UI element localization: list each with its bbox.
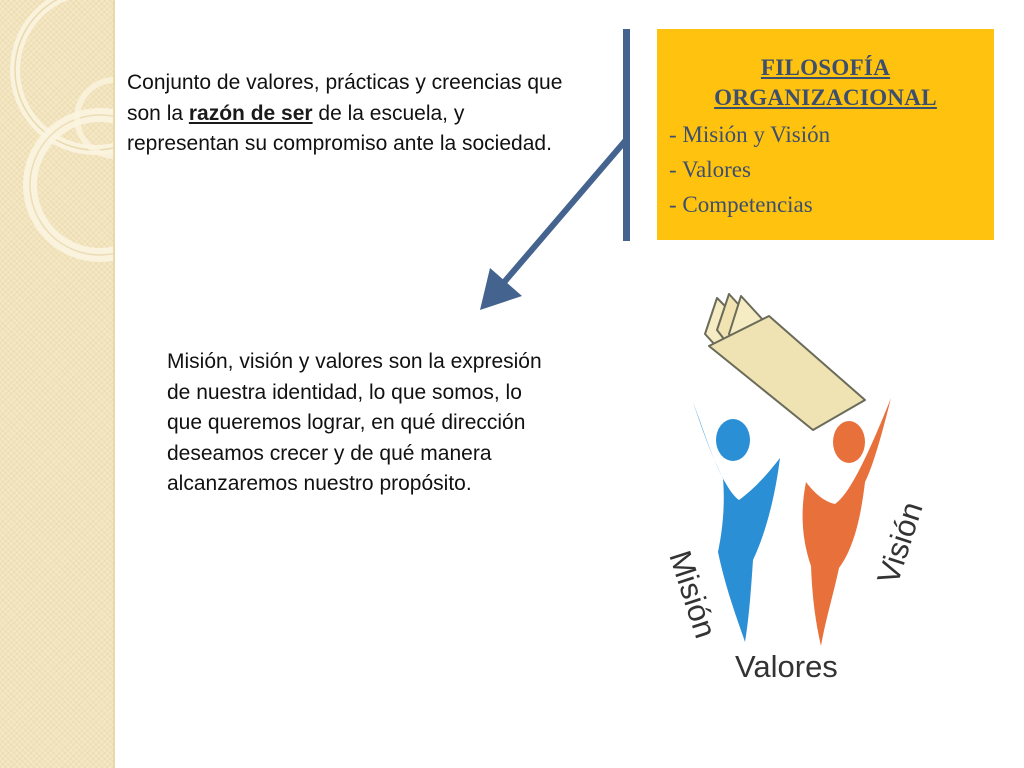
intro-text-start: Conjunto de valores, prácticas y creenci… <box>127 71 563 125</box>
logo-word-valores: Valores <box>735 649 838 684</box>
philosophy-list: - Misión y Visión - Valores - Competenci… <box>669 117 994 222</box>
list-item-valores: - Valores <box>669 157 751 182</box>
decorative-circles <box>10 0 113 262</box>
person-arms-up-icon-blue <box>693 402 780 642</box>
philosophy-box: FILOSOFÍA ORGANIZACIONAL - Misión y Visi… <box>657 29 994 240</box>
highlight-razon-de-ser: razón de ser <box>188 101 313 125</box>
philosophy-title-line2: ORGANIZACIONAL <box>714 85 937 110</box>
philosophy-title-line1: FILOSOFÍA <box>760 55 891 80</box>
list-item-competencias: - Competencias <box>669 192 813 217</box>
arrow-down-left-icon <box>480 137 629 310</box>
decorative-strip <box>0 0 113 768</box>
philosophy-title: FILOSOFÍA ORGANIZACIONAL <box>657 53 994 113</box>
list-item-mision-vision: - Misión y Visión <box>669 122 831 147</box>
logo-word-vision: Visión <box>870 498 929 589</box>
identity-paragraph: Misión, visión y valores son la expresió… <box>167 350 542 495</box>
logo-word-mision: Misión <box>662 546 723 642</box>
strip-divider <box>113 0 115 768</box>
open-book-icon <box>704 293 866 431</box>
intro-paragraph: Conjunto de valores, prácticas y creenci… <box>127 68 577 160</box>
intro-text-end: de la escuela, y representan su compromi… <box>127 101 552 156</box>
person-arms-up-icon-orange <box>802 398 891 646</box>
vertical-divider-bar <box>623 29 630 241</box>
mision-vision-valores-logo: Misión Visión Valores <box>662 293 930 684</box>
